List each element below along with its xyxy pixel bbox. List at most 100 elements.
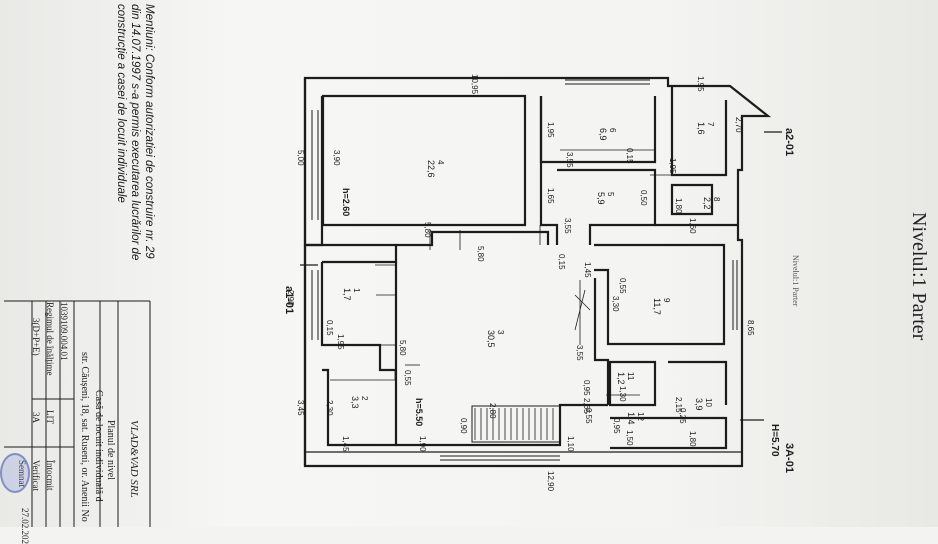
- detail-line-1: [574, 289, 586, 331]
- partition-east-3: [593, 278, 610, 405]
- section-label-3A-01: 3A-01: [783, 443, 795, 473]
- room-12-outline: [610, 416, 728, 450]
- dimension-31: 0,25: [678, 408, 687, 424]
- dimension-16: 0,15: [557, 254, 566, 270]
- room-area-4: 22,6: [426, 160, 436, 178]
- dimension-41: 1,10: [566, 436, 575, 452]
- dimension-29: 2,65: [582, 398, 591, 414]
- room-area-3: 30,5: [486, 330, 496, 348]
- dimension-19: 2,90: [286, 290, 295, 306]
- dimension-17: 1,45: [583, 262, 592, 278]
- room-area-1: 1,7: [342, 288, 352, 301]
- dimension-42: 1,80: [688, 431, 697, 447]
- room-number-9: 9: [662, 298, 671, 303]
- dimension-18: 0,55: [618, 278, 627, 294]
- dimension-9: 1,65: [546, 188, 555, 204]
- dimension-15: 5,80: [476, 246, 485, 262]
- cadastral-code: 1039109.004.01: [59, 302, 69, 361]
- room-8-outline: [670, 183, 714, 216]
- ink-seal: [0, 453, 30, 493]
- room-number-5: 5: [606, 192, 615, 197]
- dimension-3: 5,00: [296, 150, 305, 166]
- room-10-outline: [668, 360, 728, 405]
- room-9-outline: [594, 243, 726, 346]
- dimension-33: 2,30: [325, 400, 334, 416]
- section-label-a1-01: a1-01: [283, 286, 295, 314]
- room-area-2: 3,3: [350, 396, 360, 409]
- dimension-4: 3,90: [332, 150, 341, 166]
- title-block: [4, 300, 151, 527]
- checked-column: Verificat: [31, 460, 41, 491]
- dimension-35: 0,90: [459, 418, 468, 434]
- building-name: Casă de locuit individuală d: [93, 390, 104, 502]
- dimension-1: 1,95: [696, 76, 705, 92]
- plan-label: Planul de nivel: [105, 420, 116, 480]
- room-2-outline: [322, 262, 398, 447]
- dimension-12: 5,80: [423, 222, 432, 238]
- dimension-7: 0,15: [625, 148, 634, 164]
- room-area-9: 11,7: [652, 298, 662, 315]
- room-number-10: 10: [704, 398, 713, 407]
- room-4-outline: [321, 94, 527, 227]
- dimension-8: 1,95: [668, 158, 677, 174]
- dimension-5: 1,95: [546, 122, 555, 138]
- room-number-11: 11: [626, 372, 635, 381]
- section-label-a2-01: a2-01: [783, 128, 795, 156]
- dimension-27: 1,30: [618, 386, 627, 402]
- dimension-39: 1,45: [341, 436, 350, 452]
- dimension-23: 8,65: [746, 320, 755, 336]
- room-height-4: h=2.60: [341, 188, 351, 216]
- room-11-outline: [608, 360, 657, 407]
- dimension-10: 0,50: [639, 190, 648, 206]
- dimension-22: 1,95: [336, 334, 345, 350]
- room-area-7: 1,6: [696, 122, 706, 135]
- room-area-11: 1,2: [616, 372, 626, 385]
- room-number-2: 2: [360, 396, 369, 401]
- room-1-lower-wall: [320, 262, 396, 372]
- outer-wall-outline: [303, 76, 772, 468]
- room-area-10: 3,9: [694, 398, 704, 411]
- room-number-6: 6: [608, 128, 617, 133]
- dimension-36: 0,55: [584, 408, 593, 424]
- room-area-5: 5,9: [596, 192, 606, 205]
- dimension-37: 0,95: [612, 418, 621, 434]
- room-number-1: 1: [352, 288, 361, 293]
- company-name: VLAD&VAD SRL: [128, 420, 140, 498]
- height-regime-value: 3(D+P+E): [31, 318, 41, 356]
- partition-room-1: [306, 243, 398, 264]
- dimension-20: 3,30: [611, 296, 620, 312]
- dimension-14: 1,60: [688, 218, 697, 234]
- room-number-8: 8: [712, 197, 721, 202]
- room-5-outline: [557, 168, 657, 245]
- west-wall-upper: [303, 78, 324, 247]
- partition-west-5: [539, 96, 559, 245]
- lit-label: LIT: [45, 410, 55, 424]
- room-area-8: 2,2: [702, 197, 712, 210]
- lit-value: 3A: [31, 412, 41, 423]
- dimension-0: 10,95: [470, 74, 479, 95]
- room-area-12: 1,4: [626, 412, 636, 425]
- room-number-3: 3: [496, 330, 505, 335]
- dimension-40: 1,90: [418, 436, 427, 452]
- dimension-34: 2,80: [488, 403, 497, 419]
- corridor-wall: [396, 230, 550, 247]
- dimension-24: 5,80: [398, 340, 407, 356]
- dimension-38: 1,50: [625, 430, 634, 446]
- building-address: str. Căușeni, 18, sat. Ruseni, or. Aneni…: [79, 352, 90, 522]
- dimension-13: 3,55: [563, 218, 572, 234]
- room-number-12: 12: [636, 412, 645, 421]
- detail-line-2: [574, 294, 591, 311]
- dimension-32: 3,45: [296, 400, 305, 416]
- dimension-43: 12,90: [546, 471, 555, 492]
- dimension-30: 2,15: [674, 397, 683, 413]
- dimension-2: 2,70: [734, 117, 743, 133]
- prepared-column: Întocmit: [45, 460, 55, 491]
- building-height: H=5.70: [769, 424, 780, 457]
- room-number-7: 7: [706, 122, 715, 127]
- date-fragment: 27.02.202: [20, 508, 30, 544]
- dimension-6: 3,55: [565, 152, 574, 168]
- dimension-26: 0,55: [403, 370, 412, 386]
